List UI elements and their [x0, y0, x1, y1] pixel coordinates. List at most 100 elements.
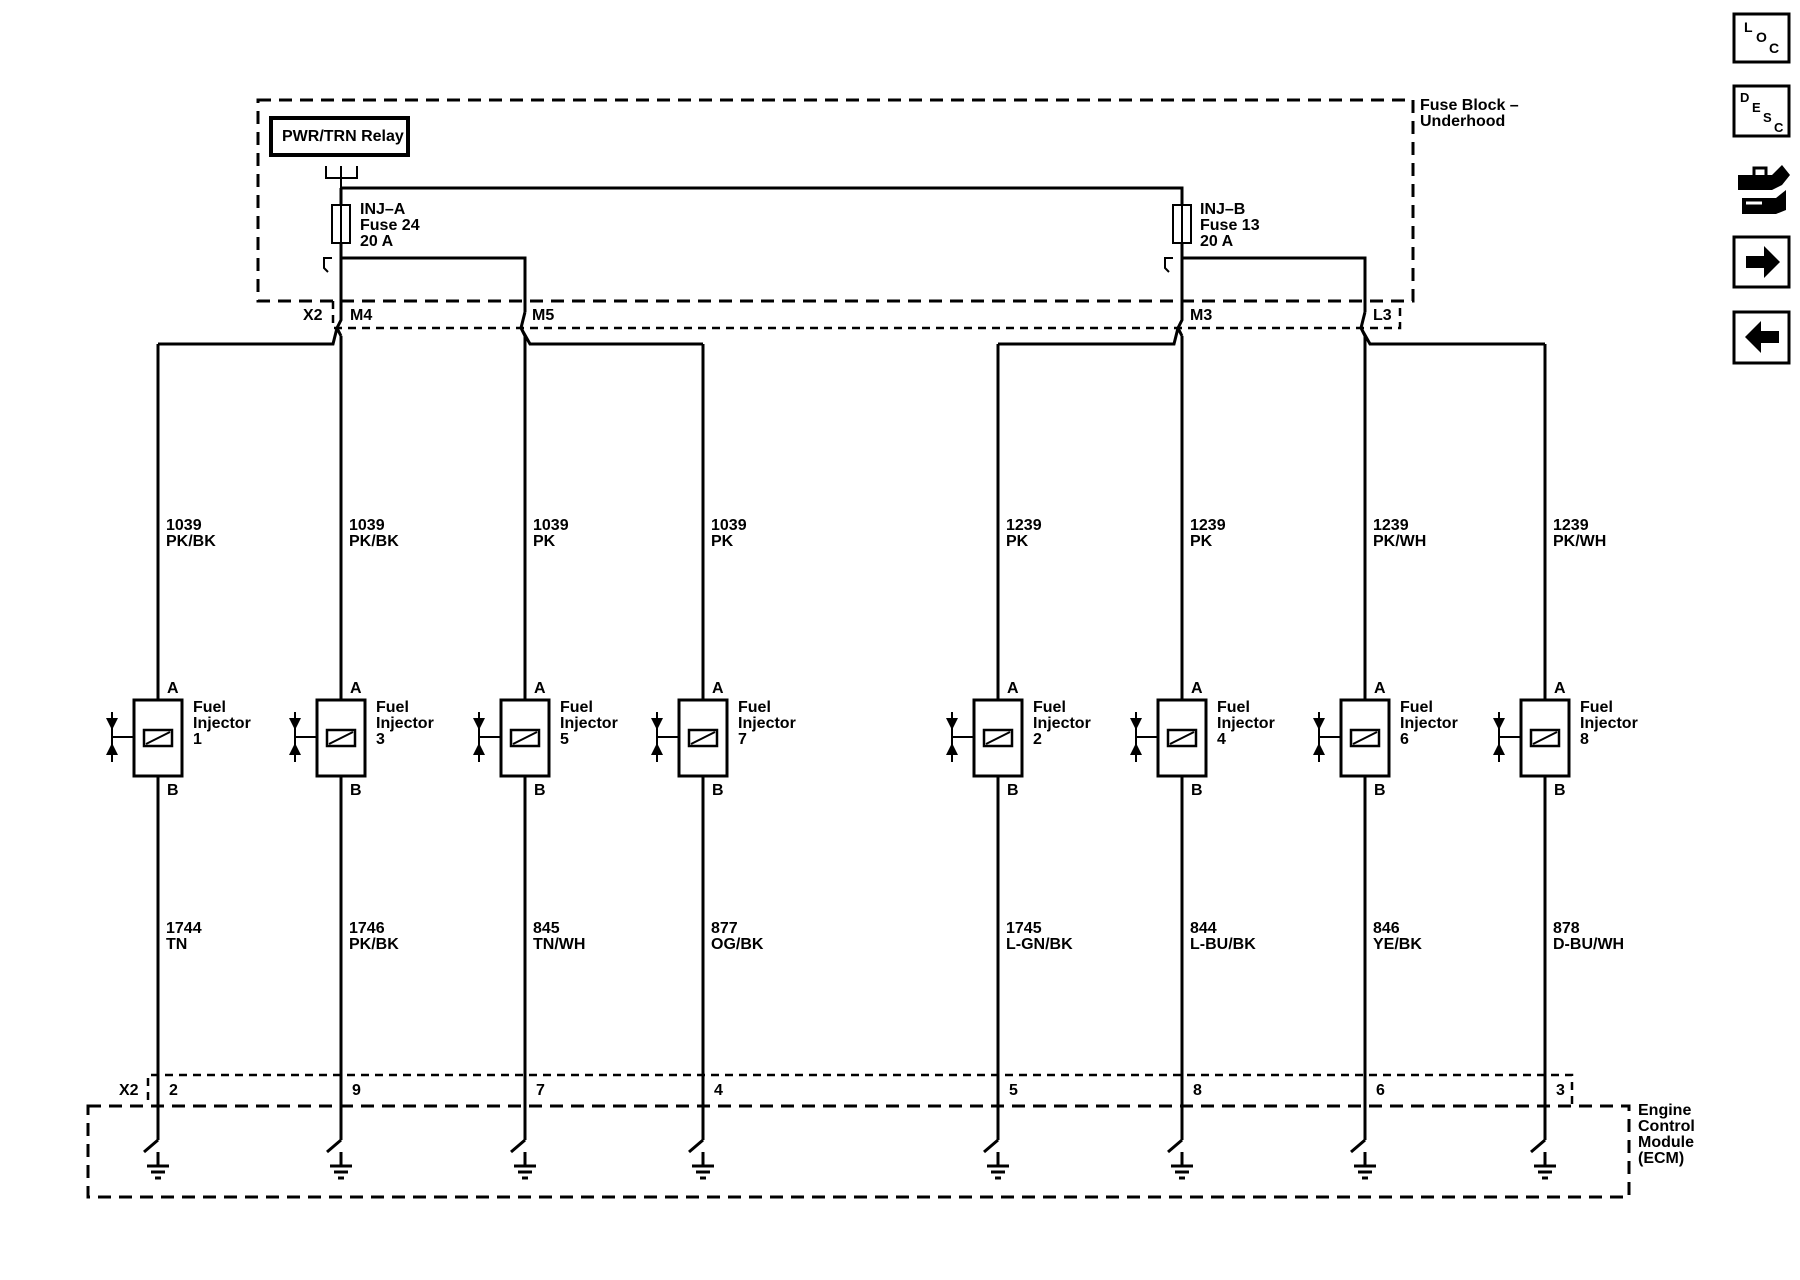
supply-wire-color: PK	[1006, 533, 1029, 550]
svg-text:D: D	[1740, 90, 1749, 105]
branch-m3-wire	[1176, 258, 1184, 337]
injector-label-line1: Fuel	[376, 699, 409, 716]
control-circuit-number: 1746	[349, 920, 385, 937]
injector-number: 6	[1400, 731, 1409, 748]
svg-text:C: C	[1769, 40, 1779, 56]
control-wire-color: OG/BK	[711, 936, 764, 953]
control-wire-color: L-GN/BK	[1006, 936, 1073, 953]
ecm-pin-number: 5	[1009, 1082, 1018, 1099]
previous-arrow-icon[interactable]	[1732, 310, 1791, 365]
control-wire-color: YE/BK	[1373, 936, 1422, 953]
injector-number: 2	[1033, 731, 1042, 748]
splice-a-symbol	[323, 257, 332, 273]
supply-wire-color: PK	[533, 533, 556, 550]
ecm-driver-switch	[688, 1138, 704, 1154]
fuse-a-name: INJ–A	[360, 201, 406, 218]
injector-label-line2: Injector	[1400, 715, 1458, 732]
injector-number: 4	[1217, 731, 1226, 748]
ecm-connector-label: X2	[119, 1082, 139, 1099]
supply-circuit-number: 1039	[533, 517, 569, 534]
ecm-driver-switch	[983, 1138, 999, 1154]
ground-icon	[514, 1164, 536, 1180]
pin-b-label: B	[1554, 782, 1566, 799]
control-wire-color: TN/WH	[533, 936, 585, 953]
control-wire-color: D-BU/WH	[1553, 936, 1624, 953]
ecm-pin-number: 3	[1556, 1082, 1565, 1099]
injector-number: 5	[560, 731, 569, 748]
supply-circuit-number: 1039	[349, 517, 385, 534]
injector-circuits: 1039PK/BKAFuelInjector1B1744TN21039PK/BK…	[106, 336, 1638, 1180]
svg-text:L: L	[1744, 19, 1753, 35]
injector-label-line1: Fuel	[1217, 699, 1250, 716]
svg-text:S: S	[1763, 110, 1772, 125]
injector-number: 8	[1580, 731, 1589, 748]
injector-label-line1: Fuel	[1580, 699, 1613, 716]
desc-icon[interactable]: D E S C	[1732, 84, 1791, 138]
injector-number: 3	[376, 731, 385, 748]
svg-text:E: E	[1752, 100, 1761, 115]
injector-label-line2: Injector	[560, 715, 618, 732]
control-wire-color: L-BU/BK	[1190, 936, 1256, 953]
supply-circuit-number: 1239	[1190, 517, 1226, 534]
connector-icon[interactable]	[1734, 156, 1790, 218]
fuse-block-pin-m5: M5	[532, 307, 554, 324]
ground-icon	[1171, 1164, 1193, 1180]
ground-icon	[1354, 1164, 1376, 1180]
branch-m3-split-wire	[998, 327, 1180, 346]
injector-label-line2: Injector	[1217, 715, 1275, 732]
branch-m4-split-wire	[158, 327, 339, 346]
loc-icon[interactable]: L O C	[1732, 12, 1791, 64]
svg-text:C: C	[1774, 120, 1784, 135]
ecm-boundary	[86, 1104, 1631, 1199]
ground-icon	[692, 1164, 714, 1180]
ecm-pin-number: 8	[1193, 1082, 1202, 1099]
control-circuit-number: 877	[711, 920, 738, 937]
pin-b-label: B	[167, 782, 179, 799]
pin-a-label: A	[1191, 680, 1203, 697]
fuse-b-name: INJ–B	[1200, 201, 1245, 218]
pin-b-label: B	[1374, 782, 1386, 799]
fuse-a-output-wire	[339, 243, 527, 312]
pin-b-label: B	[1007, 782, 1019, 799]
pin-b-label: B	[350, 782, 362, 799]
fuse-block-pin-l3: L3	[1373, 307, 1392, 324]
branch-m4-wire	[335, 258, 343, 337]
pin-a-label: A	[167, 680, 179, 697]
injector-number: 7	[738, 731, 747, 748]
supply-wire-color: PK/WH	[1373, 533, 1426, 550]
pin-a-label: A	[712, 680, 724, 697]
ecm-pin-number: 6	[1376, 1082, 1385, 1099]
control-circuit-number: 844	[1190, 920, 1217, 937]
fuse-a-rating: 20 A	[360, 233, 394, 250]
pin-b-label: B	[712, 782, 724, 799]
supply-wire-color: PK/BK	[166, 533, 216, 550]
supply-circuit-number: 1039	[711, 517, 747, 534]
injector-label-line1: Fuel	[1033, 699, 1066, 716]
pin-a-label: A	[1554, 680, 1566, 697]
injector-label-line1: Fuel	[1400, 699, 1433, 716]
next-arrow-icon[interactable]	[1732, 235, 1791, 289]
svg-text:O: O	[1756, 29, 1767, 45]
supply-wire-color: PK	[711, 533, 734, 550]
pin-a-label: A	[1374, 680, 1386, 697]
ecm-pin-number: 2	[169, 1082, 178, 1099]
pin-b-label: B	[1191, 782, 1203, 799]
ground-icon	[1534, 1164, 1556, 1180]
ecm-label-line1: Engine	[1638, 1102, 1691, 1119]
ecm-driver-switch	[143, 1138, 159, 1154]
injector-number: 1	[193, 731, 202, 748]
pin-a-label: A	[1007, 680, 1019, 697]
pin-a-label: A	[350, 680, 362, 697]
injector-label-line1: Fuel	[193, 699, 226, 716]
supply-wire-color: PK/BK	[349, 533, 399, 550]
ecm-pin-number: 4	[714, 1082, 723, 1099]
pin-a-label: A	[534, 680, 546, 697]
ground-icon	[330, 1164, 352, 1180]
